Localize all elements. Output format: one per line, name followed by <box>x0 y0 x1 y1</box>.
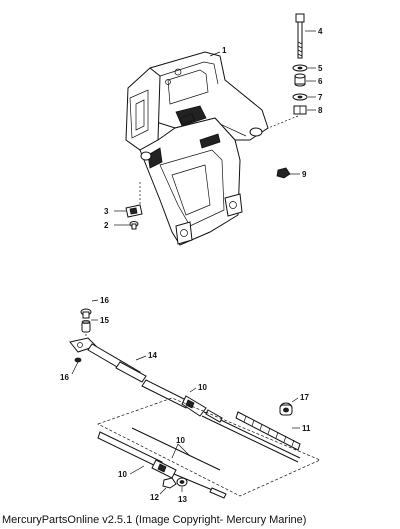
spacer-6 <box>294 73 306 87</box>
leader-dash-8 <box>267 115 299 129</box>
kit-boundary <box>97 397 321 497</box>
callout-16-top: 16 <box>100 296 109 305</box>
bushing-15 <box>81 320 91 333</box>
nut-9 <box>276 167 291 179</box>
screw-2 <box>129 221 139 230</box>
callout-8: 8 <box>318 106 323 115</box>
bolt-16-top <box>80 308 92 319</box>
callout-16-bottom: 16 <box>60 373 69 382</box>
washer-5 <box>292 64 308 72</box>
nut-8 <box>293 105 307 115</box>
callout-10-lower: 10 <box>118 470 127 479</box>
washer-13 <box>176 477 188 487</box>
long-bolt <box>295 13 305 59</box>
link-rod-14 <box>69 337 147 383</box>
nut-12 <box>162 477 177 489</box>
callout-7: 7 <box>318 93 323 102</box>
cable-assembly-10-lower <box>97 427 227 499</box>
cable-assembly-10-upper <box>141 379 301 463</box>
callout-9: 9 <box>302 170 307 179</box>
washer-7 <box>292 93 308 101</box>
callout-14: 14 <box>148 351 157 360</box>
callout-15: 15 <box>100 316 109 325</box>
threaded-rod-11 <box>235 411 301 451</box>
callout-2: 2 <box>104 221 109 230</box>
bracket-housing <box>125 51 269 246</box>
callout-13: 13 <box>178 495 187 504</box>
clip-3 <box>125 204 143 218</box>
callout-10-middle: 10 <box>176 436 185 445</box>
callout-6: 6 <box>318 77 323 86</box>
callout-4: 4 <box>318 27 323 36</box>
callout-12: 12 <box>150 493 159 502</box>
callout-5: 5 <box>318 64 323 73</box>
callout-1: 1 <box>222 46 227 55</box>
callout-10-upper: 10 <box>198 383 207 392</box>
bushing-17 <box>279 402 293 416</box>
callout-17: 17 <box>300 393 309 402</box>
image-caption: MercuryPartsOnline v2.5.1 (Image Copyrig… <box>2 514 307 526</box>
callout-11: 11 <box>302 424 311 433</box>
callout-3: 3 <box>104 207 109 216</box>
